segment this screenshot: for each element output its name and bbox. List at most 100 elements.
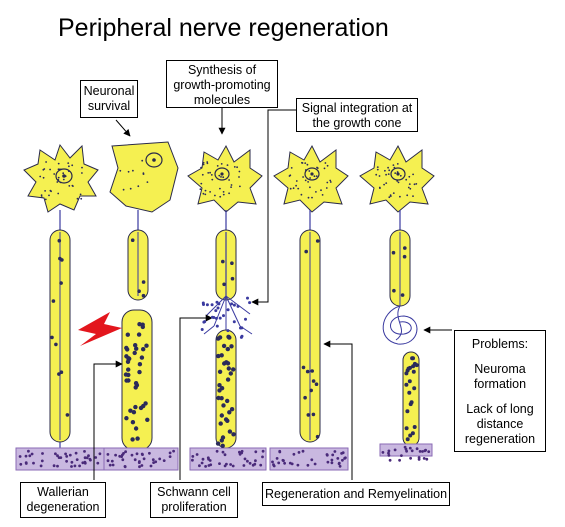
stipple-dot (423, 449, 427, 453)
stipple-dot (392, 288, 396, 293)
stipple-dot (41, 452, 44, 455)
stipple-dot (292, 187, 295, 190)
stipple-dot (131, 410, 137, 415)
stipple-dot (219, 187, 221, 190)
stipple-dot (288, 175, 291, 177)
stipple-dot (229, 407, 235, 412)
stipple-dot (301, 449, 305, 453)
stipple-dot (152, 461, 156, 464)
stipple-dot (57, 178, 60, 181)
stipple-dot (125, 332, 130, 337)
stipple-dot (309, 388, 314, 393)
stipple-dot (168, 451, 172, 455)
stipple-dot (225, 346, 230, 352)
stipple-dot (277, 461, 281, 465)
stipple-dot (404, 382, 409, 387)
stipple-dot (130, 420, 136, 425)
stipple-dot (215, 324, 219, 328)
stipple-dot (57, 192, 60, 195)
stipple-dot (216, 306, 220, 310)
stipple-dot (244, 317, 247, 321)
stipple-dot (28, 454, 32, 458)
stipple-dot (141, 159, 144, 162)
stipple-dot (311, 196, 313, 199)
label-line: Neuronal (83, 84, 135, 98)
stipple-dot (56, 181, 59, 183)
stipple-dot (230, 261, 234, 266)
stipple-dot (409, 400, 414, 405)
stipple-dot (140, 464, 144, 467)
stipple-dot (295, 184, 297, 187)
stipple-dot (58, 168, 61, 171)
stipple-dot (130, 437, 135, 442)
stipple-dot (121, 458, 125, 462)
label-line: degeneration (26, 500, 100, 514)
stipple-dot (49, 189, 52, 192)
arrow-schwann (179, 314, 213, 480)
stipple-dot (226, 329, 230, 333)
stipple-dot (18, 455, 22, 458)
stage-neuroma (359, 144, 435, 457)
growth-cone (203, 295, 253, 335)
stipple-dot (232, 303, 236, 307)
stipple-dot (211, 178, 214, 181)
stipple-dot (425, 457, 429, 461)
stipple-dot (336, 457, 340, 460)
stipple-dot (216, 395, 221, 401)
stipple-dot (217, 388, 222, 393)
stage-intact-neuron (15, 143, 105, 471)
stipple-dot (387, 454, 391, 457)
stipple-dot (396, 163, 399, 165)
stipple-dot (30, 452, 34, 456)
stipple-dot (202, 163, 205, 166)
stipple-dot (407, 390, 412, 395)
stipple-dot (216, 165, 219, 167)
stipple-dot (219, 413, 224, 418)
stipple-dot (130, 238, 135, 242)
stipple-dot (315, 434, 320, 439)
stipple-dot (219, 353, 224, 358)
stipple-dot (207, 172, 210, 174)
stipple-dot (219, 195, 222, 198)
stipple-dot (375, 173, 378, 176)
stipple-dot (126, 367, 131, 372)
stipple-dot (51, 299, 56, 303)
stipple-dot (228, 192, 231, 195)
label-line: Wallerian (37, 485, 89, 499)
stipple-dot (205, 303, 209, 307)
stipple-dot (217, 383, 222, 388)
stipple-dot (70, 465, 73, 468)
label-line: Schwann cell (157, 485, 231, 499)
stipple-dot (338, 464, 342, 468)
stipple-dot (333, 450, 337, 453)
stipple-dot (204, 193, 207, 196)
stipple-dot (216, 336, 221, 341)
stipple-dot (202, 192, 205, 195)
stipple-dot (417, 458, 421, 461)
stipple-dot (214, 316, 218, 320)
stipple-dot (388, 458, 392, 462)
stipple-dot (325, 453, 329, 456)
stipple-dot (405, 449, 408, 453)
stipple-dot (67, 162, 70, 165)
stipple-dot (142, 173, 145, 176)
stipple-dot (216, 353, 221, 359)
stipple-dot (230, 276, 235, 281)
stipple-dot (54, 452, 57, 456)
stipple-dot (79, 193, 82, 196)
stipple-dot (400, 454, 403, 457)
stipple-dot (321, 194, 324, 196)
stipple-dot (191, 458, 194, 462)
stipple-dot (227, 335, 232, 340)
label-line: proliferation (161, 500, 227, 514)
stipple-dot (385, 173, 387, 176)
stipple-dot (329, 179, 332, 182)
stipple-dot (230, 302, 234, 306)
stipple-dot (44, 190, 46, 192)
stipple-dot (397, 181, 400, 184)
stipple-dot (81, 166, 83, 169)
stipple-dot (297, 187, 300, 190)
stipple-dot (227, 429, 233, 434)
stipple-dot (408, 433, 413, 438)
stipple-dot (195, 453, 199, 456)
